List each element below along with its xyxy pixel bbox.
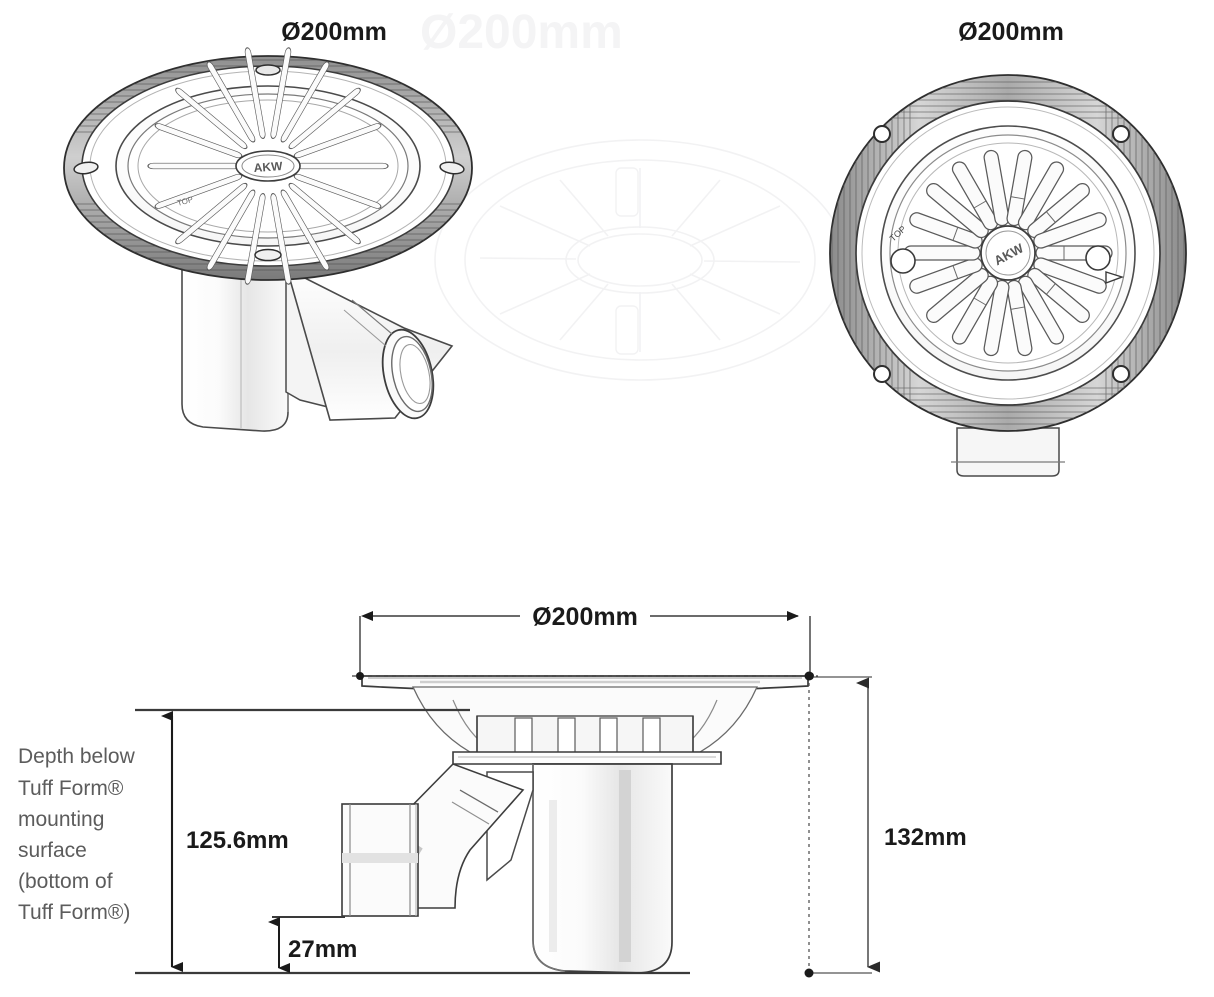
plan-grate-slots — [903, 149, 1113, 357]
screw-hole-bottom — [254, 248, 282, 262]
watermark-grate-ghost — [434, 139, 846, 381]
watermark-layer: Ø200mm — [420, 6, 846, 381]
note-line-3: mounting — [18, 808, 104, 831]
plan-left-eyelet — [890, 248, 916, 274]
section-rib-collar — [476, 715, 694, 756]
depth-note: Depth below Tuff Form® mounting surface … — [18, 745, 136, 924]
screw-hole-bottom-left — [873, 365, 891, 383]
screw-hole-top — [255, 64, 281, 76]
iso-logo-boss: AKW — [235, 150, 301, 182]
note-line-6: Tuff Form®) — [18, 901, 130, 924]
section-width-label: Ø200mm — [532, 603, 638, 631]
isometric-view-group: AKW TOP — [63, 47, 473, 432]
plan-diameter-label: Ø200mm — [958, 18, 1064, 46]
screw-hole-left — [73, 161, 99, 175]
overall-height-label: 132mm — [884, 824, 967, 851]
plan-right-eyelet — [1085, 245, 1111, 271]
plan-outlet-stub — [956, 427, 1060, 477]
outlet-height-label: 27mm — [288, 936, 357, 963]
depth-dimension: 125.6mm — [135, 708, 690, 975]
section-collar-lip — [452, 751, 722, 765]
iso-screw-holes — [73, 64, 465, 262]
iso-diameter-label: Ø200mm — [281, 18, 387, 46]
section-view-group — [341, 675, 809, 974]
screw-hole-top-right — [1112, 125, 1130, 143]
plan-flow-arrow-icon — [1105, 271, 1125, 285]
overall-height-dimension: 132mm — [804, 671, 967, 978]
note-line-5: (bottom of — [18, 870, 113, 893]
watermark-text-top: Ø200mm — [420, 6, 623, 59]
screw-hole-bottom-right — [1112, 365, 1130, 383]
iso-sump-body — [181, 249, 289, 432]
iso-top-marker: TOP — [176, 195, 194, 208]
section-width-dimension: Ø200mm — [352, 603, 818, 680]
screw-hole-top-left — [873, 125, 891, 143]
iso-outlet-pipe — [285, 267, 454, 421]
section-trap-bowl — [532, 763, 673, 974]
screw-hole-right — [439, 161, 465, 175]
depth-dimension-label: 125.6mm — [186, 827, 289, 854]
outlet-height-dimension: 27mm — [268, 916, 357, 973]
note-line-2: Tuff Form® — [18, 777, 124, 800]
plan-view-group: AKW TOP — [829, 74, 1187, 477]
note-line-4: surface — [18, 839, 87, 862]
plan-screw-holes — [873, 125, 1130, 383]
section-outlet-spigot — [341, 803, 419, 917]
plan-logo-boss: AKW — [980, 225, 1036, 281]
iso-logo-text: AKW — [253, 159, 283, 175]
iso-grate-slots — [147, 47, 389, 285]
note-line-1: Depth below — [18, 745, 136, 768]
